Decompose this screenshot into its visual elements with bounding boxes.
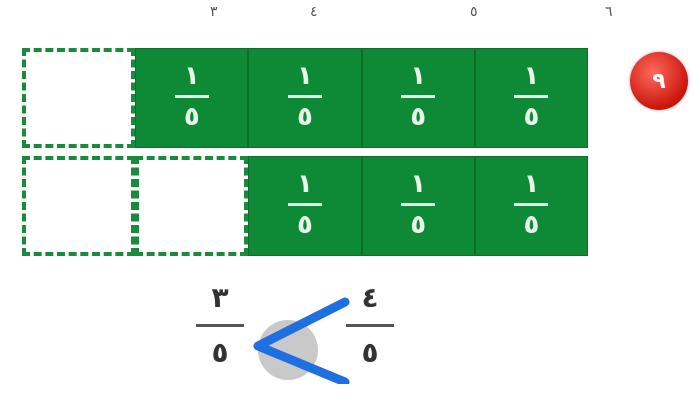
strip-cell-empty bbox=[22, 156, 136, 256]
fraction-numerator: ١ bbox=[297, 169, 313, 199]
strip-cell-filled: ١ ٥ bbox=[248, 48, 362, 148]
question-number-badge: ٩ bbox=[630, 52, 688, 110]
fraction-numerator: ١ bbox=[410, 169, 427, 199]
fraction-bar bbox=[514, 95, 549, 98]
fraction-denominator: ٥ bbox=[361, 336, 379, 369]
strip-cell-empty bbox=[135, 156, 249, 256]
unit-fraction: ١ ٥ bbox=[136, 61, 247, 132]
unit-fraction: ١ ٥ bbox=[476, 61, 587, 132]
top-mark: ٤ bbox=[310, 4, 318, 20]
fraction-strip-row-1: ١ ٥ ١ ٥ ١ ٥ ١ ٥ bbox=[22, 48, 588, 148]
fraction-denominator: ٥ bbox=[410, 102, 427, 132]
unit-fraction: ١ ٥ bbox=[249, 61, 360, 132]
unit-fraction: ١ ٥ bbox=[363, 169, 474, 240]
strip-cell-filled: ١ ٥ bbox=[135, 48, 249, 148]
top-mark: ٦ bbox=[605, 4, 613, 20]
fraction-numerator: ١ bbox=[297, 61, 313, 91]
strip-cell-filled: ١ ٥ bbox=[248, 156, 362, 256]
fraction-bar bbox=[287, 95, 322, 98]
fraction-strip-row-2: ١ ٥ ١ ٥ ١ ٥ bbox=[22, 156, 588, 256]
fraction-numerator: ٤ bbox=[361, 281, 379, 314]
top-marks: ٦ ٥ ٤ ٣ bbox=[0, 0, 693, 40]
fraction-numerator: ١ bbox=[523, 61, 540, 91]
unit-fraction: ١ ٥ bbox=[249, 169, 360, 240]
strip-cell-empty bbox=[22, 48, 136, 148]
fraction-denominator: ٥ bbox=[410, 210, 427, 240]
fraction-denominator: ٥ bbox=[297, 210, 313, 240]
fraction-denominator: ٥ bbox=[183, 102, 200, 132]
less-than-sign-icon bbox=[253, 297, 350, 384]
fraction-numerator: ٣ bbox=[211, 281, 229, 314]
fraction-numerator: ١ bbox=[523, 169, 540, 199]
fraction-denominator: ٥ bbox=[297, 102, 313, 132]
top-mark: ٥ bbox=[470, 4, 478, 20]
fraction-bar bbox=[346, 324, 394, 327]
unit-fraction: ١ ٥ bbox=[363, 61, 474, 132]
fraction-denominator: ٥ bbox=[211, 336, 229, 369]
fraction-bar bbox=[287, 203, 322, 206]
strip-cell-filled: ١ ٥ bbox=[474, 156, 588, 256]
fraction-bar bbox=[196, 324, 244, 327]
top-mark: ٣ bbox=[210, 4, 218, 20]
fraction-numerator: ١ bbox=[410, 61, 427, 91]
fraction-bar bbox=[174, 95, 209, 98]
strip-cell-filled: ١ ٥ bbox=[361, 48, 475, 148]
fraction-bar bbox=[401, 203, 436, 206]
fraction-denominator: ٥ bbox=[523, 102, 540, 132]
fraction-comparison: ٣ ٥ ٤ ٥ bbox=[190, 280, 410, 400]
fraction-denominator: ٥ bbox=[523, 210, 540, 240]
strip-cell-filled: ١ ٥ bbox=[474, 48, 588, 148]
comparison-fraction-right: ٤ ٥ bbox=[340, 280, 400, 371]
unit-fraction: ١ ٥ bbox=[476, 169, 587, 240]
strip-cell-filled: ١ ٥ bbox=[361, 156, 475, 256]
fraction-bar bbox=[514, 203, 549, 206]
comparison-fraction-left: ٣ ٥ bbox=[190, 280, 250, 371]
fraction-bar bbox=[401, 95, 436, 98]
fraction-numerator: ١ bbox=[183, 61, 200, 91]
